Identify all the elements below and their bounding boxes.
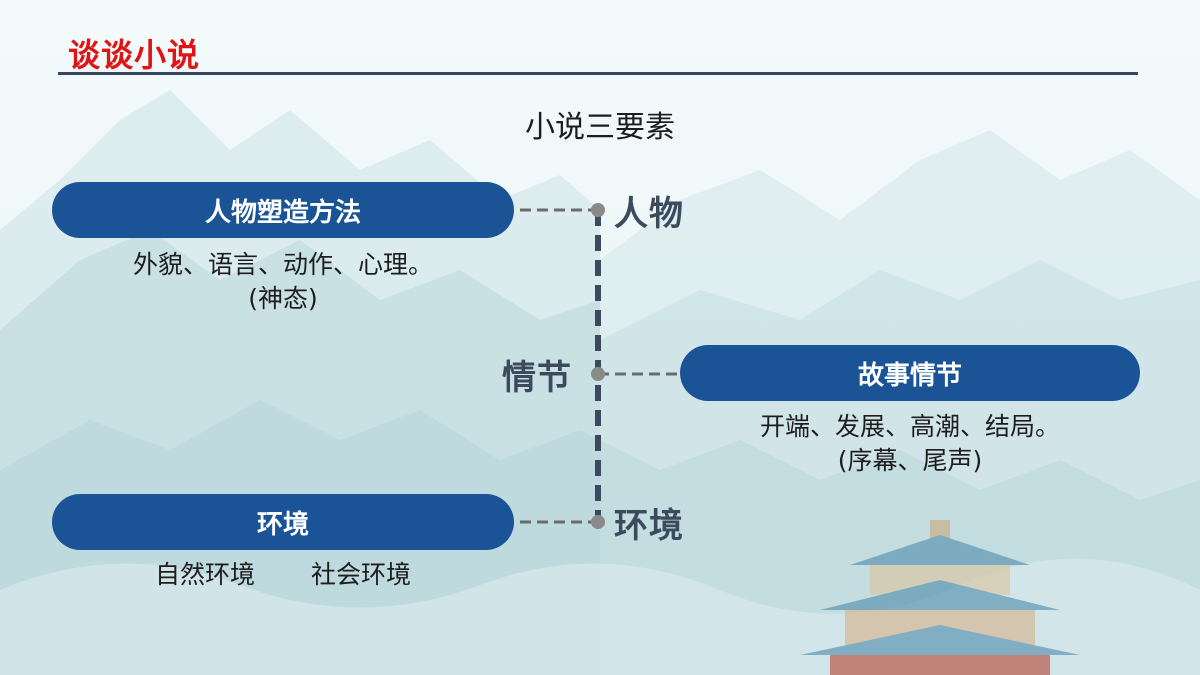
setting-item-social: 社会环境 <box>311 560 412 589</box>
plot-box: 故事情节 <box>680 345 1140 401</box>
setting-box: 环境 <box>52 494 514 550</box>
character-node-dot <box>591 203 605 217</box>
title-divider <box>58 72 1138 75</box>
element-label-setting: 环境 <box>614 506 684 546</box>
character-desc-line1: 外貌、语言、动作、心理。 <box>132 250 433 279</box>
element-label-character: 人物 <box>614 194 684 234</box>
character-method-desc: 外貌、语言、动作、心理。 (神态) <box>52 248 514 316</box>
setting-desc: 自然环境 社会环境 <box>52 558 514 592</box>
diagram-heading: 小说三要素 <box>525 110 675 145</box>
plot-desc: 开端、发展、高潮、结局。 (序幕、尾声) <box>680 410 1140 478</box>
character-method-box: 人物塑造方法 <box>52 182 514 238</box>
pagoda-illustration <box>800 520 1080 675</box>
character-desc-line2: (神态) <box>248 284 318 313</box>
plot-desc-line1: 开端、发展、高潮、结局。 <box>759 412 1060 441</box>
setting-item-natural: 自然环境 <box>154 560 255 589</box>
element-label-plot: 情节 <box>502 358 572 398</box>
plot-node-dot <box>591 367 605 381</box>
plot-desc-line2: (序幕、尾声) <box>837 446 983 475</box>
setting-node-dot <box>591 515 605 529</box>
page-title: 谈谈小说 <box>68 36 201 74</box>
